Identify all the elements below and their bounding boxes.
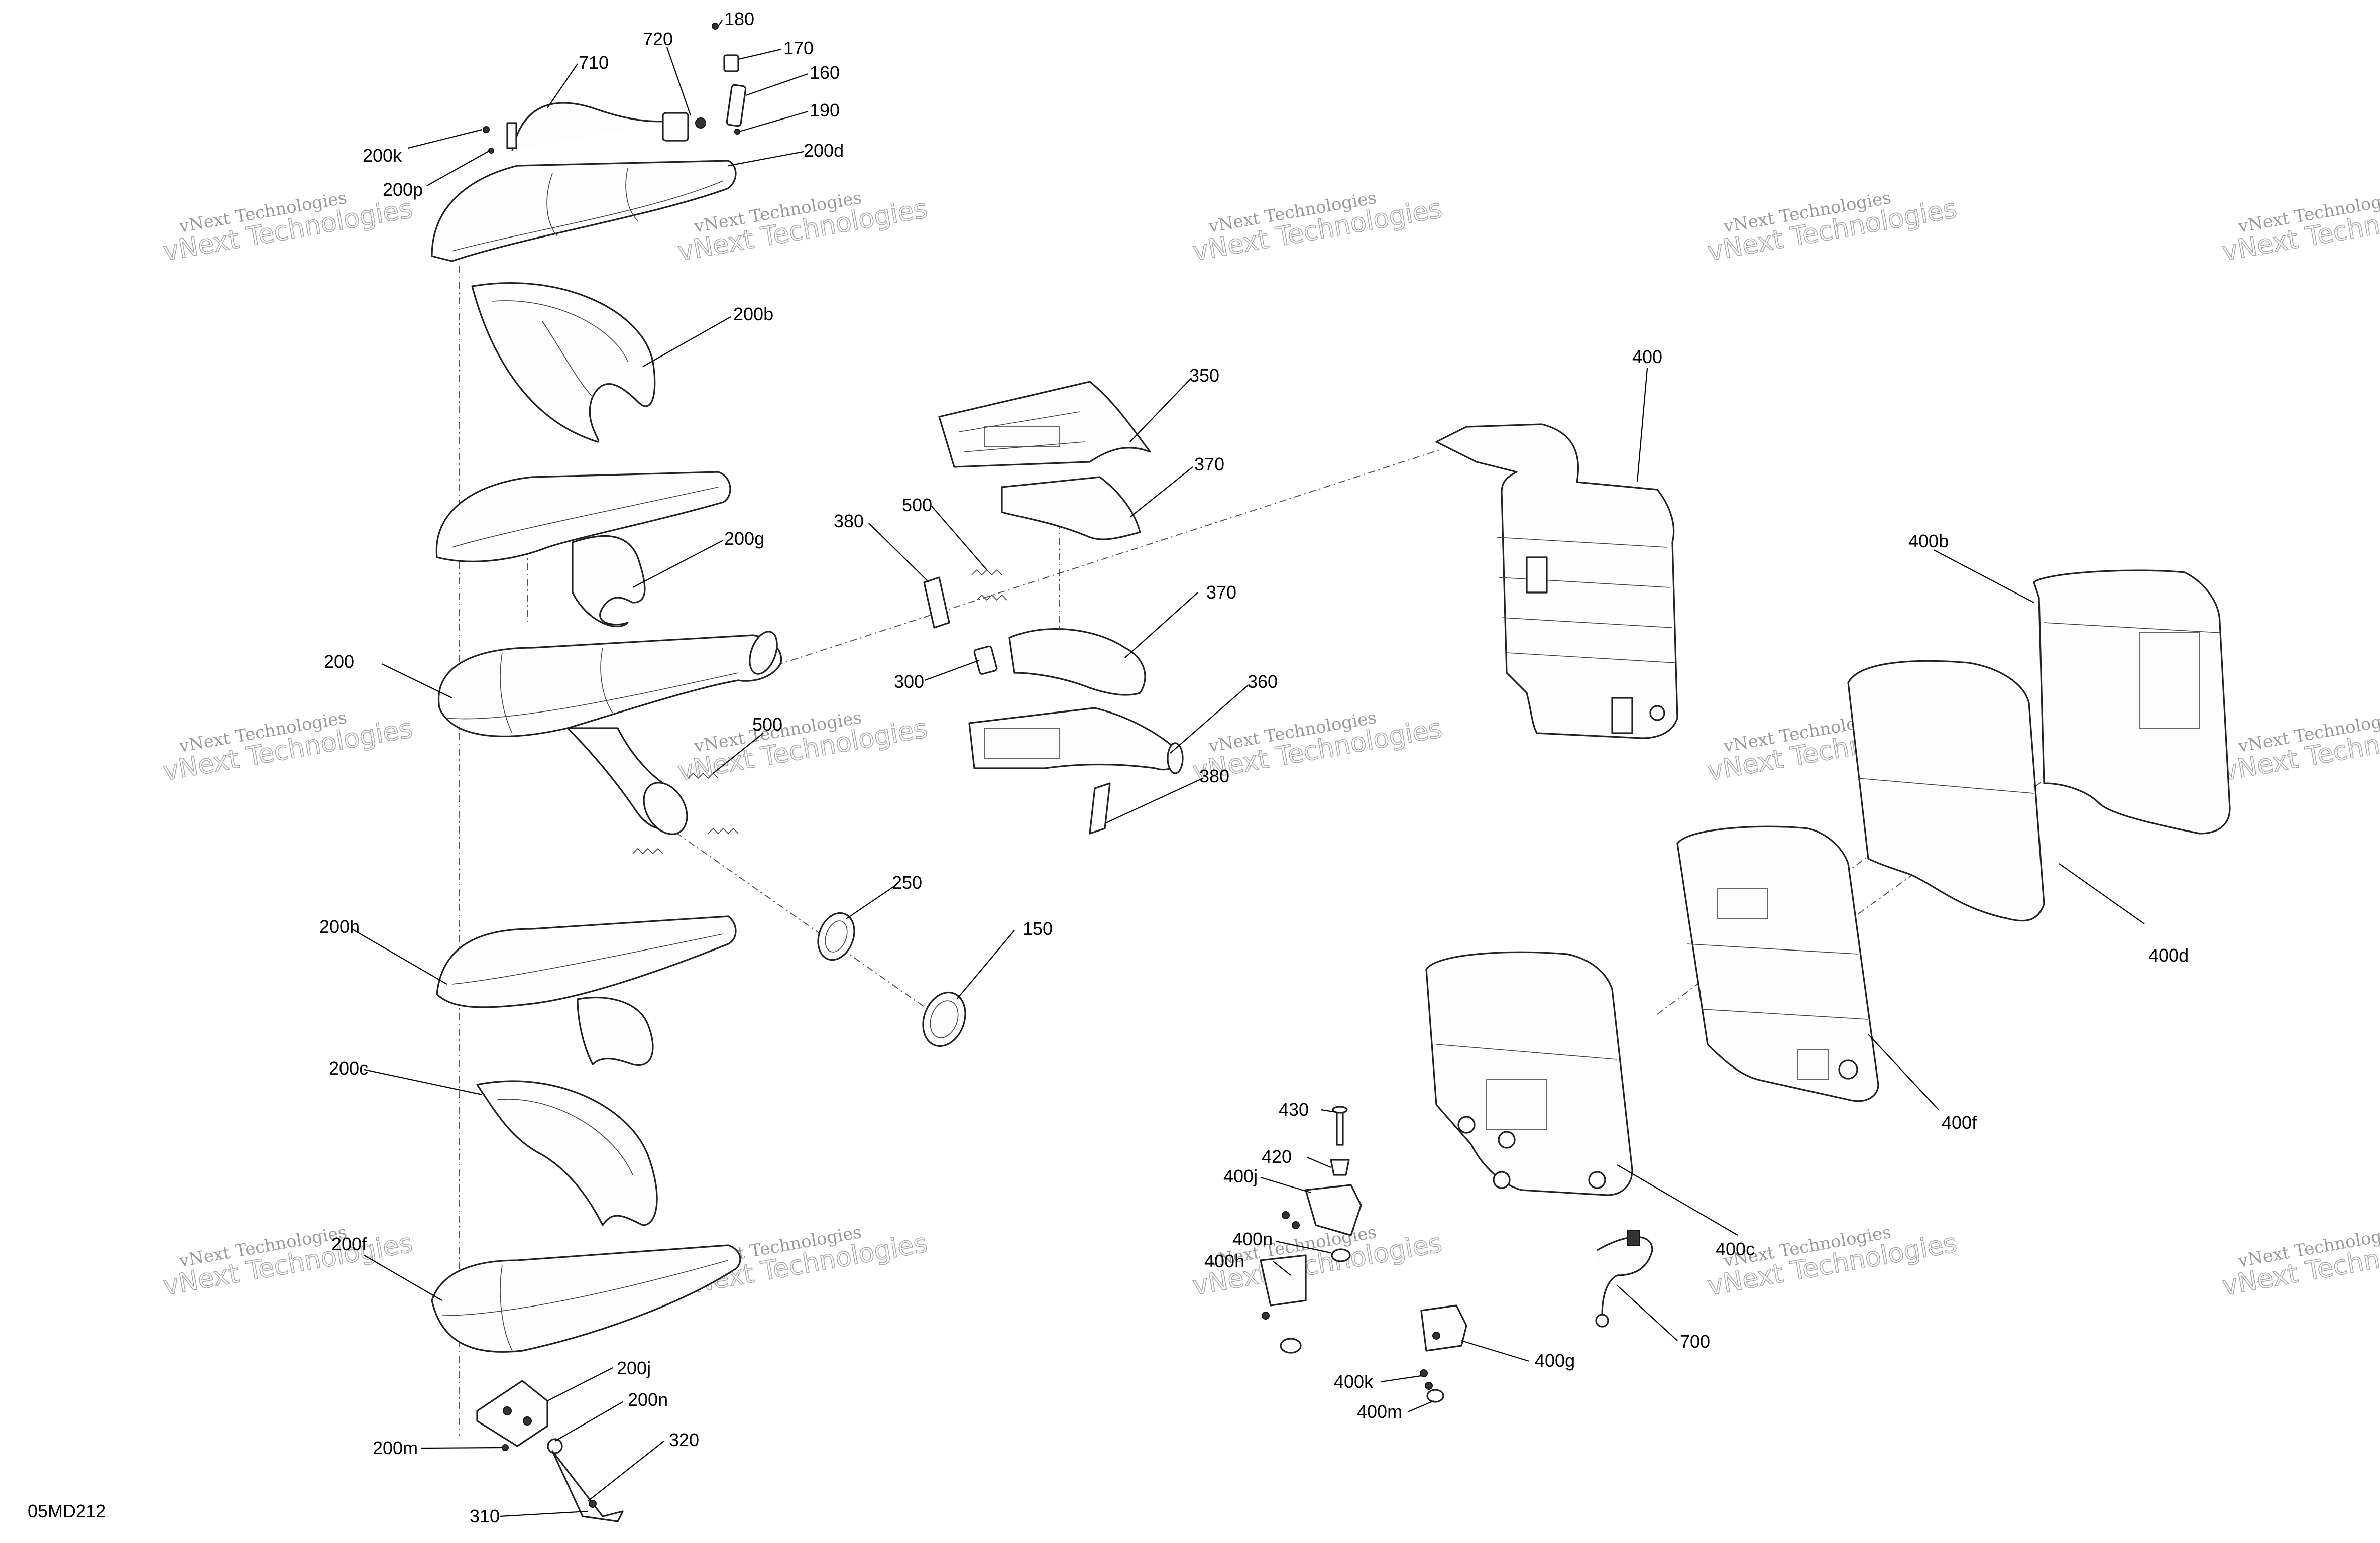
callout-380-upper: 380 [834, 511, 864, 531]
watermark: vNext Technologies vNext Technologies [161, 707, 415, 787]
callout-400h: 400h [1204, 1251, 1244, 1271]
watermark: vNext Technologies vNext Technologies [2220, 707, 2380, 787]
watermark: vNext Technologies vNext Technologies [161, 1222, 415, 1302]
heat-shield-200b [471, 282, 656, 443]
callout-310: 310 [470, 1506, 500, 1526]
sensor-700 [1595, 1230, 1653, 1328]
callout-400k: 400k [1334, 1371, 1374, 1392]
callout-500-lower: 500 [752, 714, 782, 735]
callout-320: 320 [669, 1430, 699, 1450]
muffler-400 [1435, 423, 1678, 739]
callout-200b: 200b [733, 304, 773, 324]
callout-710: 710 [579, 52, 609, 73]
callout-400f: 400f [1942, 1112, 1977, 1133]
callout-500-upper: 500 [902, 495, 932, 515]
watermark: vNext Technologies vNext Technologies [2220, 188, 2380, 268]
callout-190: 190 [810, 100, 840, 121]
washer-200n [547, 1438, 563, 1454]
callout-420: 420 [1262, 1146, 1292, 1167]
callout-720: 720 [643, 29, 673, 49]
watermark: vNext Technologies vNext Technologies [1705, 188, 1960, 268]
watermark: vNext Technologies vNext Technologies [2220, 1222, 2380, 1302]
callout-350: 350 [1189, 365, 1219, 386]
springs-500-upper [971, 569, 1007, 601]
callout-400b: 400b [1908, 531, 1949, 551]
pipe-350 [938, 381, 1151, 468]
pipe-370-lower [1008, 628, 1146, 696]
seal-250 [817, 912, 855, 961]
hardware-stack [1260, 1106, 1362, 1354]
callout-200j: 200j [617, 1358, 651, 1378]
gasket-300 [973, 645, 998, 675]
callout-200m: 200m [373, 1438, 418, 1458]
leader-lines [351, 20, 2145, 1517]
bracket-200j [476, 1380, 548, 1447]
callout-370-upper: 370 [1194, 454, 1224, 474]
callouts: 180 170 160 190 710 720 200k 200p 200d 2… [319, 9, 2189, 1526]
heat-shield-200c [476, 1080, 658, 1226]
fastener-200m [502, 1444, 509, 1451]
callout-200c: 200c [329, 1058, 368, 1079]
callout-400c: 400c [1716, 1239, 1755, 1259]
pipe-360 [968, 707, 1184, 774]
callout-400n: 400n [1232, 1229, 1273, 1249]
callout-200f: 200f [331, 1234, 367, 1254]
callout-400d: 400d [2148, 945, 2189, 966]
callout-200: 200 [324, 651, 354, 672]
heat-shield-400c [1425, 951, 1633, 1196]
callout-200p: 200p [383, 179, 423, 200]
clamp-380-upper [923, 576, 950, 629]
callout-150: 150 [1023, 918, 1053, 939]
watermark: vNext Technologies vNext Technologies [1190, 188, 1445, 268]
fastener-200k [483, 126, 490, 133]
callout-370-lower: 370 [1206, 582, 1236, 603]
callout-200n: 200n [628, 1389, 668, 1410]
callout-200d: 200d [804, 140, 844, 161]
watermark: vNext Technologies vNext Technologies [161, 188, 415, 268]
bracket-400g [1420, 1304, 1467, 1403]
heat-shield-200f [431, 1244, 741, 1353]
callout-200h: 200h [319, 916, 360, 937]
heat-shield-400d [1847, 660, 2045, 922]
bracket-310-320 [551, 1450, 624, 1522]
callout-200g: 200g [724, 528, 764, 549]
callout-360: 360 [1248, 671, 1278, 692]
callout-430: 430 [1279, 1099, 1309, 1120]
heat-shield-400f [1676, 825, 1879, 1102]
diagram-code: 05MD212 [28, 1501, 106, 1521]
heat-shield-200d [431, 160, 737, 262]
ring-150 [922, 991, 966, 1047]
callout-380-lower: 380 [1199, 766, 1229, 786]
exhaust-pipe-200 [437, 631, 782, 835]
callout-400: 400 [1632, 346, 1662, 367]
callout-300: 300 [894, 671, 924, 692]
callout-400m: 400m [1357, 1401, 1402, 1422]
sensor-710 [506, 102, 706, 151]
callout-180: 180 [724, 9, 754, 29]
clamp-380-lower [1089, 782, 1111, 835]
heat-shield-200g [435, 471, 731, 628]
callout-700: 700 [1680, 1331, 1710, 1352]
watermark: vNext Technologies vNext Technologies [675, 707, 930, 787]
connector-160 [712, 23, 747, 135]
callout-250: 250 [892, 872, 922, 893]
heat-shield-400b [2033, 569, 2231, 835]
callout-160: 160 [810, 62, 840, 83]
callout-200k: 200k [363, 145, 402, 166]
callout-170: 170 [783, 38, 814, 58]
heat-shield-200h [436, 915, 737, 1066]
shield-370-upper [1001, 476, 1141, 540]
callout-400j: 400j [1223, 1166, 1258, 1186]
callout-400g: 400g [1535, 1350, 1575, 1371]
